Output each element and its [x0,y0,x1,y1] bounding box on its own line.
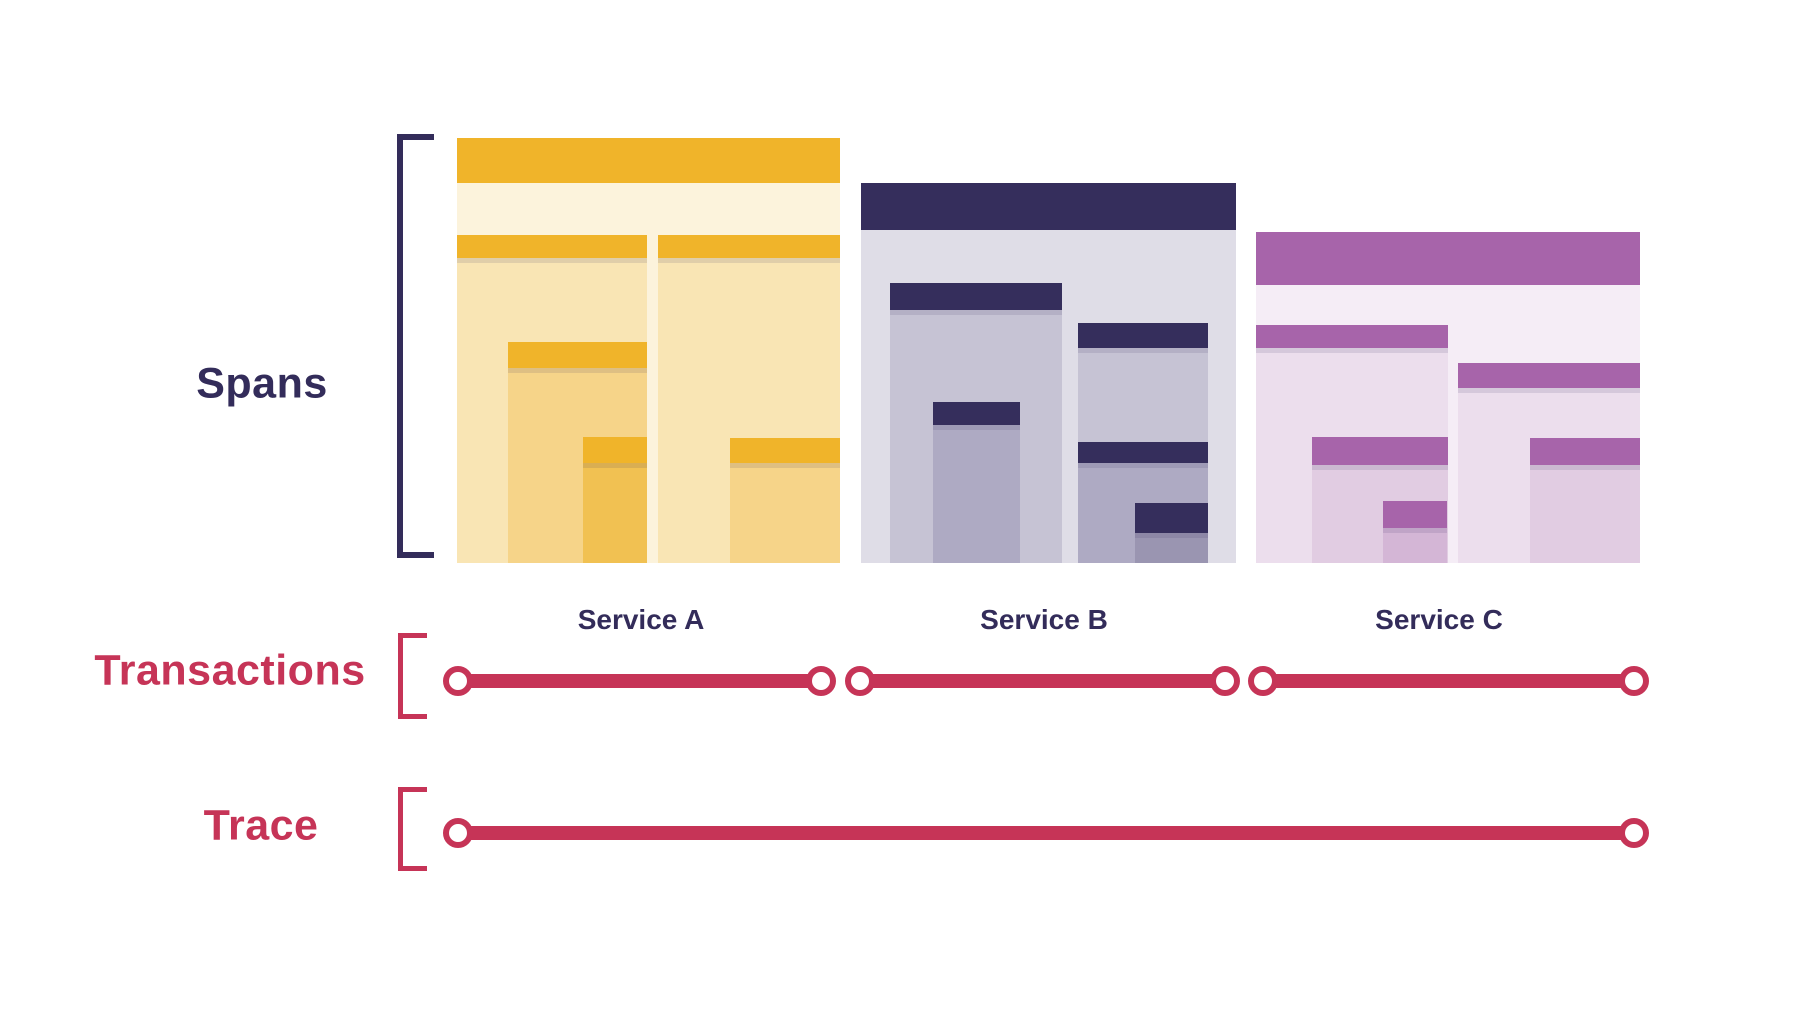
service-b-label: Service B [980,604,1108,635]
service-c-label: Service C [1375,604,1503,635]
transaction-line-1-endpoint-end [806,666,836,696]
service-b-span-bar [1078,442,1208,463]
service-c-span-bar [1530,438,1640,465]
service-b-span-bar [1078,323,1208,348]
service-c-span-panel [1383,528,1447,563]
service-b-span-bar [933,402,1020,425]
service-a-span-bar [457,138,840,183]
trace-line-endpoint-start [443,818,473,848]
service-c-span-bar [1312,437,1448,465]
service-c-span-bar [1256,325,1448,348]
transaction-line-3-endpoint-start [1248,666,1278,696]
transaction-line-1 [458,674,821,688]
trace-line-endpoint-end [1619,818,1649,848]
service-a-span-bar [508,342,647,368]
trace-bracket [398,787,427,871]
transaction-line-2 [860,674,1225,688]
service-a-span-bar [730,438,840,463]
service-c-span-panel [1530,465,1640,563]
transactions-bracket [398,633,427,719]
service-a-span-bar [583,437,647,463]
service-c-span-bar [1256,232,1640,285]
trace-line [458,826,1634,840]
transaction-line-3-endpoint-end [1619,666,1649,696]
spans-bracket [397,134,434,558]
transaction-line-2-endpoint-end [1210,666,1240,696]
service-b-span-panel [1135,533,1208,563]
service-a-span-bar [457,235,647,258]
service-b-span-bar [890,283,1062,310]
transaction-line-2-endpoint-start [845,666,875,696]
transaction-line-3 [1263,674,1634,688]
service-c-span-bar [1383,501,1447,528]
service-a-span-panel [583,463,647,563]
service-a-label: Service A [577,604,705,635]
transactions-label: Transactions [94,646,366,695]
service-b-span-bar [861,183,1236,230]
transaction-line-1-endpoint-start [443,666,473,696]
service-b-span-bar [1135,503,1208,533]
trace-label: Trace [203,801,319,850]
service-a-span-bar [658,235,840,258]
service-b-span-panel [933,425,1020,563]
service-a-span-panel [730,463,840,563]
spans-label: Spans [196,359,328,408]
service-c-span-bar [1458,363,1640,388]
